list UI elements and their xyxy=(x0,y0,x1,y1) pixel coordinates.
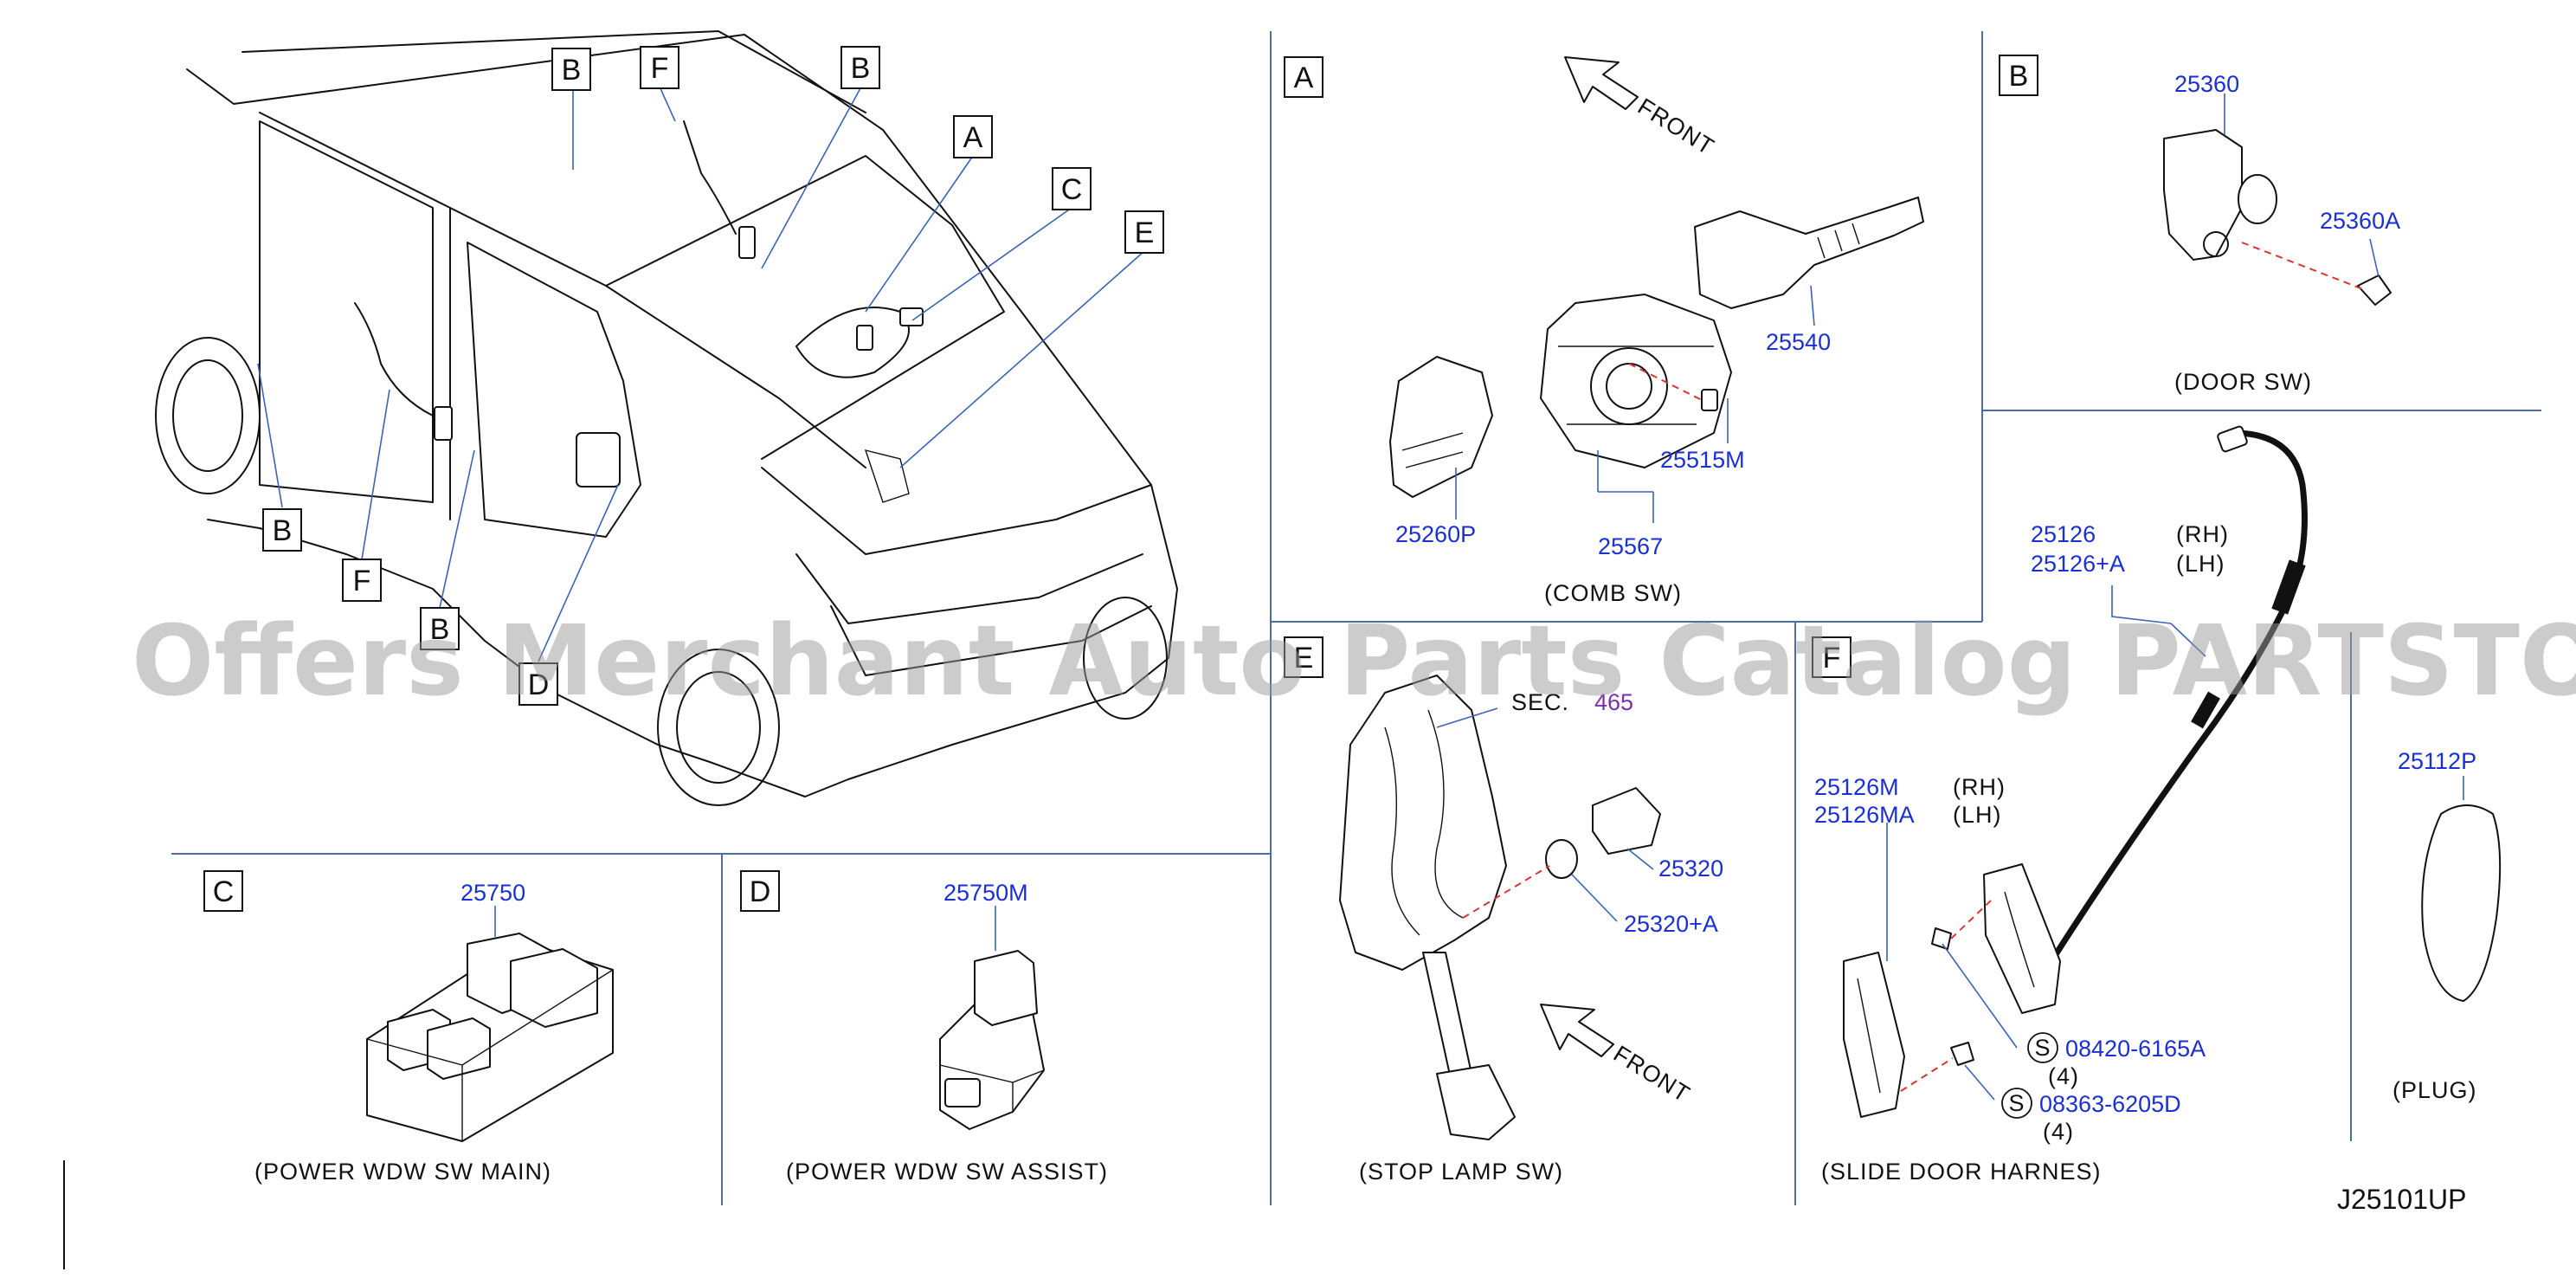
svg-text:(SLIDE DOOR HARNES): (SLIDE DOOR HARNES) xyxy=(1821,1159,2102,1185)
svg-text:F: F xyxy=(651,52,669,85)
svg-text:A: A xyxy=(1294,61,1314,94)
svg-text:B: B xyxy=(851,52,871,85)
panel-c: C 25750 (POWER WDW SW MAIN) xyxy=(203,870,614,1185)
panel-dividers xyxy=(63,31,2541,1269)
svg-text:(LH): (LH) xyxy=(2176,551,2225,577)
panel-b: B 25360 25360A (DOOR SW) xyxy=(1999,55,2400,395)
overview-leaders xyxy=(257,86,1145,662)
svg-text:(POWER WDW SW ASSIST): (POWER WDW SW ASSIST) xyxy=(786,1159,1108,1185)
svg-text:25750M: 25750M xyxy=(943,880,1028,906)
svg-text:(4): (4) xyxy=(2048,1063,2079,1089)
svg-text:08420-6165A: 08420-6165A xyxy=(2065,1036,2206,1062)
overview-label-f-1: F xyxy=(640,46,679,89)
svg-text:25360: 25360 xyxy=(2174,71,2239,97)
svg-text:A: A xyxy=(963,121,983,154)
svg-text:C: C xyxy=(1061,173,1083,206)
svg-text:B: B xyxy=(430,613,450,646)
front-arrow-icon xyxy=(1540,1004,1614,1057)
overview-label-c: C xyxy=(1052,167,1092,210)
svg-text:25126M: 25126M xyxy=(1814,774,1899,800)
svg-text:(RH): (RH) xyxy=(2176,521,2229,547)
svg-text:25126+A: 25126+A xyxy=(2031,551,2125,577)
panel-a: A FRONT 25540 25515M 25260P 25567 (COMB … xyxy=(1284,56,1924,606)
svg-text:(4): (4) xyxy=(2043,1119,2074,1145)
svg-text:C: C xyxy=(213,875,235,908)
svg-text:(LH): (LH) xyxy=(1953,802,2002,828)
front-label: FRONT xyxy=(1609,1041,1695,1107)
overview-label-b-3: B xyxy=(262,508,302,552)
svg-text:465: 465 xyxy=(1594,689,1633,715)
svg-text:D: D xyxy=(750,875,771,908)
overview-label-d: D xyxy=(518,662,558,706)
svg-text:S: S xyxy=(2008,1090,2025,1116)
svg-text:S: S xyxy=(2034,1035,2051,1061)
svg-text:25750: 25750 xyxy=(460,880,525,906)
overview-label-b-4: B xyxy=(420,607,460,650)
svg-text:(PLUG): (PLUG) xyxy=(2392,1077,2477,1103)
svg-text:(COMB SW): (COMB SW) xyxy=(1544,580,1682,606)
panel-plug: 25112P (PLUG) xyxy=(2392,748,2502,1103)
panel-f: F 25126 (RH) 25126+A (LH) 25126M (RH) 25… xyxy=(1812,425,2308,1185)
svg-text:25360A: 25360A xyxy=(2320,208,2400,234)
svg-text:F: F xyxy=(1823,642,1841,675)
svg-text:08363-6205D: 08363-6205D xyxy=(2039,1091,2181,1117)
svg-text:E: E xyxy=(1294,642,1314,675)
overview-label-e: E xyxy=(1124,210,1164,254)
svg-text:B: B xyxy=(2009,60,2029,93)
svg-text:(DOOR SW): (DOOR SW) xyxy=(2174,369,2312,395)
svg-text:SEC.: SEC. xyxy=(1511,689,1569,715)
svg-text:B: B xyxy=(273,514,293,547)
svg-text:25515M: 25515M xyxy=(1660,447,1745,473)
svg-text:25540: 25540 xyxy=(1766,329,1831,355)
overview-label-a: A xyxy=(953,115,993,158)
svg-text:25320+A: 25320+A xyxy=(1624,911,1718,937)
svg-text:25112P: 25112P xyxy=(2398,748,2476,774)
panel-e: E SEC. 465 25320 25320+A FRONT (STOP LAM… xyxy=(1284,636,1723,1185)
svg-text:25567: 25567 xyxy=(1598,533,1663,559)
panel-d: D 25750M (POWER WDW SW ASSIST) xyxy=(740,870,1108,1185)
overview-label-b-2: B xyxy=(840,46,880,89)
front-arrow-icon xyxy=(1564,56,1639,110)
svg-text:25260P: 25260P xyxy=(1395,521,1476,547)
svg-text:B: B xyxy=(562,54,582,87)
svg-text:25320: 25320 xyxy=(1658,856,1723,881)
svg-text:(RH): (RH) xyxy=(1953,774,2006,800)
svg-text:25126: 25126 xyxy=(2031,521,2096,547)
svg-text:(STOP LAMP SW): (STOP LAMP SW) xyxy=(1359,1159,1563,1185)
overview-label-b-1: B xyxy=(551,48,591,91)
svg-text:D: D xyxy=(528,668,550,701)
diagram-code: J25101UP xyxy=(2337,1184,2466,1215)
overview-label-f-2: F xyxy=(342,559,382,602)
front-label: FRONT xyxy=(1633,94,1719,160)
svg-text:F: F xyxy=(353,565,371,597)
svg-text:(POWER WDW SW MAIN): (POWER WDW SW MAIN) xyxy=(254,1159,551,1185)
watermark: Offers Merchant Auto Parts Catalog PARTS… xyxy=(132,605,2576,718)
svg-text:E: E xyxy=(1135,216,1155,249)
svg-text:25126MA: 25126MA xyxy=(1814,802,1915,828)
